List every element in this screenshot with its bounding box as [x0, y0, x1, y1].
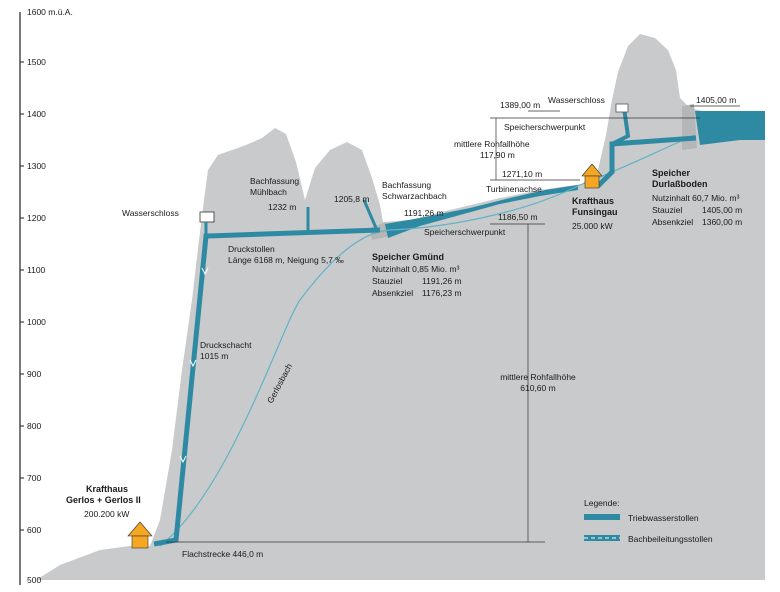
rohfallhoehe-high-label: 117,90 m: [480, 150, 515, 160]
druckstollen-label: Länge 6168 m, Neigung 5,7 ‰: [228, 255, 344, 265]
wasserschloss-right-label: Wasserschloss: [548, 95, 605, 105]
durlass-nutzinhalt: Nutzinhalt 60,7 Mio. m³: [652, 193, 740, 203]
kraft-gerlos-label: Krafthaus: [86, 484, 128, 494]
kraft-funsingau-label: Krafthaus: [572, 196, 614, 206]
flow-arrow-icon: [179, 455, 187, 464]
axis-top-label: 1600 m.ü.A.: [27, 7, 73, 17]
axis-tick-label: 1400: [27, 109, 46, 119]
axis-tick-label: 700: [27, 473, 41, 483]
durlass-absenkziel-value: 1360,00 m: [702, 217, 742, 227]
rohfallhoehe-low-label: mittlere Rohfallhöhe: [500, 372, 576, 382]
elevation-label: 1205,8 m: [334, 194, 369, 204]
powerhouse-funsingau-icon: [581, 163, 603, 189]
druckschacht-label: 1015 m: [200, 351, 228, 361]
axis-tick-label: 1500: [27, 57, 46, 67]
elevation-label: 1389,00 m: [500, 100, 540, 110]
gerlosbach-river: [159, 134, 696, 547]
axis-tick-label: 1200: [27, 213, 46, 223]
rohfallhoehe-low-label: 610,60 m: [520, 383, 555, 393]
rohfallhoehe-high-label: mittlere Rohfallhöhe: [454, 139, 530, 149]
axis-tick-label: 1300: [27, 161, 46, 171]
flow-arrow-icon: [201, 267, 209, 276]
bachfassung-muehlbach-label: Bachfassung: [250, 176, 299, 186]
legend-item-triebwasserstollen: Triebwasserstollen: [628, 513, 699, 523]
mountain-terrain: [36, 34, 765, 580]
kraft-gerlos-power: 200.200 kW: [84, 509, 129, 519]
reservoir-gmuend: [385, 185, 578, 238]
bachfassung-schwarz-label: Schwarzachbach: [382, 191, 447, 201]
axis-tick-label: 1000: [27, 317, 46, 327]
bachfassung-schwarz-label: Bachfassung: [382, 180, 431, 190]
axis-tick-label: 1100: [27, 265, 46, 275]
elevation-label: 1191,26 m: [404, 208, 444, 218]
dimension-lines: [166, 105, 740, 543]
axis-ticks: [20, 61, 24, 531]
durlass-absenkziel-label: Absenkziel: [652, 217, 693, 227]
gmuend-stauziel-value: 1191,26 m: [422, 276, 462, 286]
elevation-label: 1405,00 m: [696, 95, 736, 105]
axis-tick-label: 800: [27, 421, 41, 431]
legend-swatch-triebwasserstollen: [584, 514, 620, 520]
elevation-label: 1186,50 m: [498, 212, 538, 222]
legend: Legende: Triebwasserstollen Bachbeileitu…: [584, 498, 713, 544]
speicher-durlass-label: Durlaßboden: [652, 179, 708, 189]
left-surge-tank: [199, 211, 215, 223]
gmuend-absenkziel-label: Absenkziel: [372, 288, 413, 298]
druckstollen-label: Druckstollen: [228, 244, 275, 254]
axis-tick-label: 900: [27, 369, 41, 379]
upper-surge-shaft: [611, 107, 631, 146]
gmuend-absenkziel-value: 1176,23 m: [422, 288, 462, 298]
turbinenachse-label: Turbinenachse: [486, 184, 542, 194]
reservoir-durlassboden: [695, 111, 765, 145]
flow-arrow-icon: [189, 359, 197, 368]
axis-tick-label: 600: [27, 525, 41, 535]
speicher-gmuend-label: Speicher Gmünd: [372, 252, 444, 262]
elevation-label: 1232 m: [268, 202, 296, 212]
powerhouse-gerlos-icon: [127, 521, 153, 549]
durlass-stauziel-value: 1405,00 m: [702, 205, 742, 215]
legend-item-bachbeileitungsstollen: Bachbeileitungsstollen: [628, 534, 713, 544]
kraft-funsingau-power: 25.000 kW: [572, 221, 613, 231]
wasserschloss-left-label: Wasserschloss: [122, 208, 179, 218]
axis-tick-label: 500: [27, 575, 41, 585]
durlass-stauziel-label: Stauziel: [652, 205, 682, 215]
speicher-durlass-label: Speicher: [652, 168, 691, 178]
bachfassung-muehlbach-label: Mühlbach: [250, 187, 287, 197]
upper-penstock: [596, 135, 697, 188]
speicherschwerpunkt-label: Speicherschwerpunkt: [424, 227, 506, 237]
gmuend-nutzinhalt: Nutzinhalt 0,85 Mio. m³: [372, 264, 460, 274]
upper-surge-tank: [615, 103, 629, 113]
druckschacht-label: Druckschacht: [200, 340, 252, 350]
schwarzach-intake: [362, 199, 378, 229]
elevation-label: 1271,10 m: [502, 169, 542, 179]
legend-title: Legende:: [584, 498, 619, 508]
speicherschwerpunkt-label: Speicherschwerpunkt: [504, 122, 586, 132]
gmuend-stauziel-label: Stauziel: [372, 276, 402, 286]
kraft-gerlos-label: Gerlos + Gerlos II: [66, 495, 141, 505]
kraft-funsingau-label: Funsingau: [572, 207, 618, 217]
flachstrecke-label: Flachstrecke 446,0 m: [182, 549, 263, 559]
